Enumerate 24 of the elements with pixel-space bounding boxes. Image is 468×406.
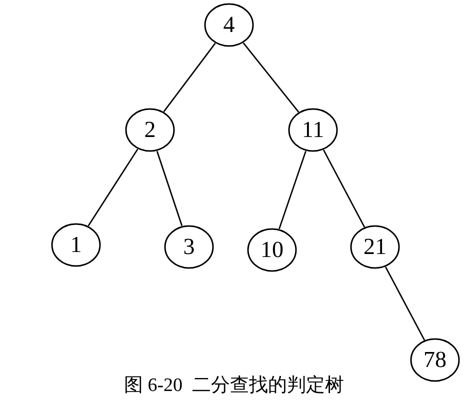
tree-edge-line: [242, 42, 300, 112]
tree-node-circle: [350, 225, 400, 269]
tree-edge-line: [88, 148, 138, 226]
node-number: 21: [364, 234, 386, 260]
tree-edge-line: [278, 150, 306, 230]
tree-node-circle: [51, 223, 101, 267]
tree-node-circle: [164, 225, 214, 269]
node-number: 2: [144, 117, 156, 143]
tree-edge-line: [156, 150, 183, 226]
node-number: 3: [183, 234, 195, 260]
tree-edge-line: [322, 150, 366, 228]
node-number: 78: [424, 347, 446, 373]
tree-node-circle: [204, 3, 254, 47]
node-number: 4: [223, 12, 235, 38]
tree-node-circle: [410, 338, 460, 382]
node-number: 1: [70, 232, 82, 258]
tree-edge-line: [163, 42, 216, 112]
tree-edge-line: [384, 266, 426, 340]
figure-caption: 图 6-20 二分查找的判定树: [124, 375, 344, 396]
tree-node-circle: [247, 228, 297, 272]
tree-node-circle: [125, 108, 175, 152]
node-number: 10: [260, 237, 284, 263]
node-number: 11: [302, 117, 324, 143]
tree-node-circle: [288, 108, 338, 152]
